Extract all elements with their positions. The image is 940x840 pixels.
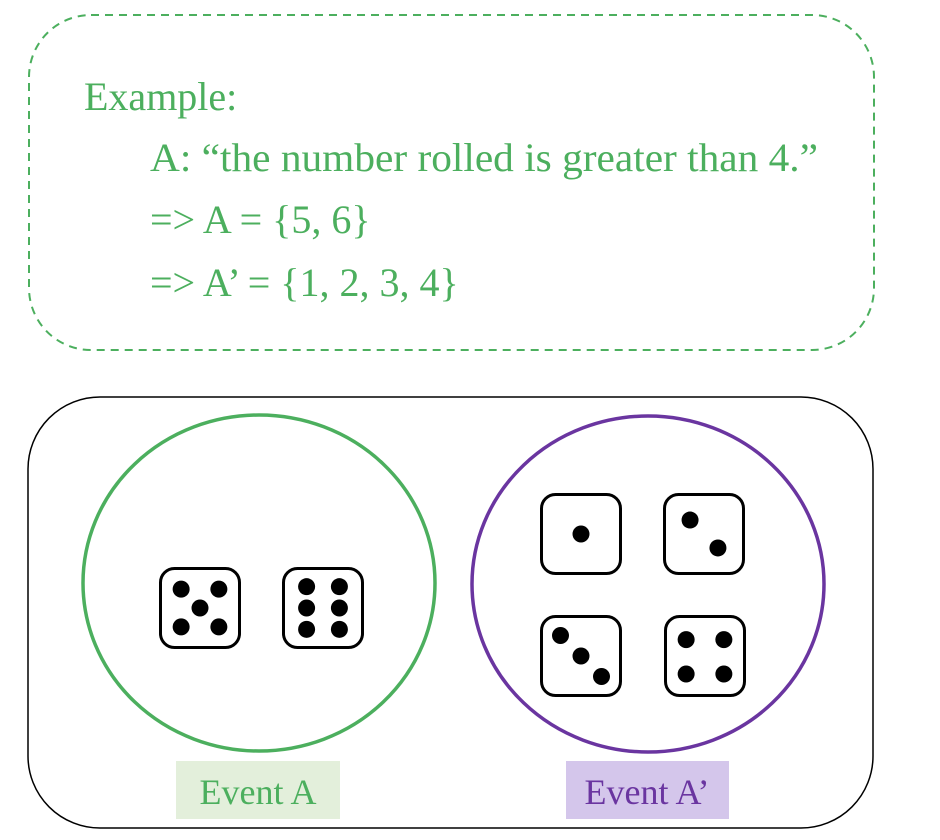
event-a-complement-dice xyxy=(540,493,746,697)
sample-space-border xyxy=(27,396,874,829)
die-pip xyxy=(330,578,348,596)
example-event-definition: A: “the number rolled is greater than 4.… xyxy=(150,135,818,180)
event-a-complement-label-background xyxy=(566,761,729,819)
die-pip xyxy=(330,599,348,617)
die-pip xyxy=(210,618,228,636)
die-six-icon xyxy=(282,567,364,649)
event-a-dice xyxy=(159,567,364,649)
die-pip xyxy=(330,620,348,638)
sample-space-box: Event A Event A’ xyxy=(27,396,874,829)
die-pip xyxy=(298,620,316,638)
die-one-icon xyxy=(540,493,622,575)
die-pip xyxy=(172,580,190,598)
example-box-border xyxy=(28,14,875,351)
example-heading: Example: xyxy=(84,74,237,119)
die-pip xyxy=(677,631,695,649)
event-a-label-background xyxy=(176,761,340,819)
die-pip xyxy=(552,627,569,644)
die-pip xyxy=(715,665,733,683)
event-a-label-text: Event A xyxy=(200,772,317,812)
die-face xyxy=(664,615,746,697)
event-a-circle xyxy=(81,413,437,753)
die-pip xyxy=(572,525,590,543)
die-pip xyxy=(681,511,699,529)
event-a-complement-circle xyxy=(470,414,826,754)
example-box: Example: A: “the number rolled is greate… xyxy=(28,14,875,351)
event-a-complement-label-text: Event A’ xyxy=(585,772,710,812)
die-pip xyxy=(715,631,733,649)
die-pip xyxy=(210,580,228,598)
die-pip xyxy=(572,647,590,665)
die-two-icon xyxy=(663,493,745,575)
example-event-set: => A = {5, 6} xyxy=(150,197,371,242)
die-four-icon xyxy=(664,615,746,697)
event-a-complement-label: Event A’ xyxy=(566,761,729,819)
die-pip xyxy=(191,599,209,617)
die-three-icon xyxy=(540,615,622,697)
die-pip xyxy=(298,578,316,596)
die-pip xyxy=(593,668,610,685)
event-a-label: Event A xyxy=(176,761,340,819)
die-face xyxy=(663,493,745,575)
die-pip xyxy=(677,665,695,683)
die-face xyxy=(282,567,364,649)
die-pip xyxy=(709,539,727,557)
example-complement-set: => A’ = {1, 2, 3, 4} xyxy=(150,260,459,305)
die-pip xyxy=(172,618,190,636)
die-five-icon xyxy=(159,567,241,649)
die-pip xyxy=(298,599,316,617)
